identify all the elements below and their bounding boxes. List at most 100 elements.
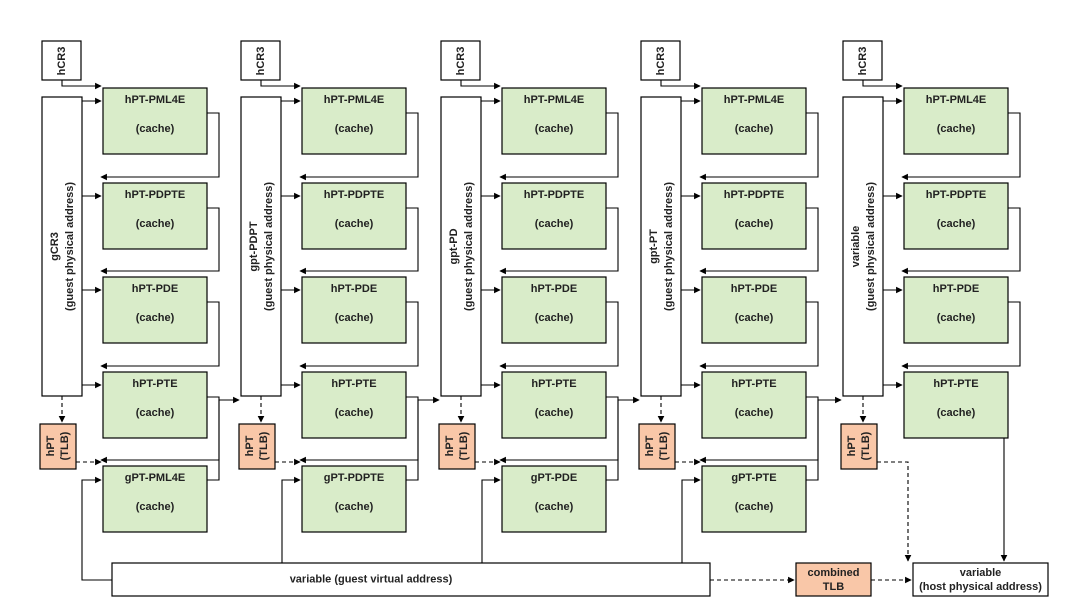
htlb-box	[638, 423, 676, 470]
stage-cache-label: (cache)	[535, 312, 574, 324]
stage-cache-label: (cache)	[136, 312, 175, 324]
guest-virtual-address-box	[111, 562, 711, 597]
stage-box	[102, 371, 208, 439]
stage-cache-label: (cache)	[735, 501, 774, 513]
stage-box	[903, 371, 1009, 439]
htlb-sublabel: (TLB)	[658, 431, 670, 460]
stage-chain-arrow	[100, 301, 220, 370]
stage-box	[501, 276, 607, 344]
next-level-arrow	[207, 396, 240, 481]
stage-cache-label: (cache)	[335, 312, 374, 324]
hcr3-arrow	[61, 80, 102, 90]
stage-box	[301, 182, 407, 250]
guest-register-label: gpt-PDPT	[248, 221, 260, 271]
stage-chain-arrow	[299, 301, 419, 370]
stage-label: gPT-PTE	[731, 472, 776, 484]
stage-chain-arrow	[499, 207, 619, 275]
guest-virtual-address-label: variable (guest virtual address)	[290, 573, 453, 585]
gva-to-stage	[281, 476, 301, 563]
stage-box	[501, 182, 607, 250]
stage-chain-arrow	[699, 112, 819, 181]
stage-cache-label: (cache)	[735, 218, 774, 230]
hcr3-arrow	[260, 80, 301, 90]
hcr3-label: hCR3	[56, 47, 68, 76]
stage-chain-arrow	[299, 112, 419, 181]
gva-to-stage	[481, 476, 501, 563]
stage-label: hPT-PDE	[731, 283, 777, 295]
htlb-label: hPT	[644, 435, 656, 456]
stage-label: hPT-PDPTE	[524, 189, 585, 201]
stage-box	[903, 182, 1009, 250]
stage-box	[102, 276, 208, 344]
stage-chain-arrow	[100, 112, 220, 181]
host-physical-label: variable	[960, 567, 1002, 579]
stage-chain-arrow	[499, 112, 619, 181]
hcr3-box	[640, 40, 681, 81]
stage-box	[102, 87, 208, 155]
host-physical-address-box	[912, 562, 1049, 597]
stage-label: hPT-PTE	[531, 378, 576, 390]
stage-chain-arrow	[901, 112, 1021, 181]
stage-label: hPT-PDE	[933, 283, 979, 295]
stage-label: hPT-PML4E	[324, 94, 385, 106]
host-physical-sublabel: (host physical address)	[919, 581, 1042, 593]
stage-cache-label: (cache)	[735, 123, 774, 135]
stage-box	[701, 371, 807, 439]
htlb-label: hPT	[244, 435, 256, 456]
stage-chain-arrow	[499, 301, 619, 370]
guest-register-box	[440, 96, 482, 397]
stage-label: gPT-PDE	[531, 472, 577, 484]
stage-label: hPT-PML4E	[724, 94, 785, 106]
stage-box	[501, 371, 607, 439]
guest-register-box	[41, 96, 83, 397]
last-tlb-to-hpa	[877, 461, 912, 562]
hcr3-label: hCR3	[857, 47, 869, 76]
hcr3-box	[440, 40, 481, 81]
hcr3-box	[842, 40, 883, 81]
guest-register-box	[640, 96, 682, 397]
stage-cache-label: (cache)	[535, 218, 574, 230]
stage-cache-label: (cache)	[335, 501, 374, 513]
stage-label: hPT-PDPTE	[324, 189, 385, 201]
stage-box	[102, 465, 208, 533]
hcr3-label: hCR3	[655, 47, 667, 76]
stage-label: hPT-PDPTE	[125, 189, 186, 201]
htlb-sublabel: (TLB)	[458, 431, 470, 460]
stage-box	[501, 87, 607, 155]
guest-register-sublabel: (guest physical address)	[463, 182, 475, 311]
stage-box	[301, 465, 407, 533]
combined-tlb-label-2: TLB	[823, 581, 844, 593]
next-level-arrow	[606, 396, 640, 481]
htlb-sublabel: (TLB)	[59, 431, 71, 460]
hcr3-arrow	[460, 80, 501, 90]
next-level-arrow	[806, 396, 842, 481]
stage-cache-label: (cache)	[136, 407, 175, 419]
hcr3-box	[240, 40, 281, 81]
stage-cache-label: (cache)	[535, 123, 574, 135]
stage-label: hPT-PDE	[132, 283, 178, 295]
htlb-label: hPT	[846, 435, 858, 456]
stage-cache-label: (cache)	[735, 407, 774, 419]
gva-to-stage	[681, 476, 701, 563]
combined-tlb-box	[795, 562, 872, 597]
stage-chain-arrow	[100, 207, 220, 275]
stage-box	[903, 87, 1009, 155]
stage-cache-label: (cache)	[937, 407, 976, 419]
guest-register-sublabel: (guest physical address)	[865, 182, 877, 311]
stage-label: hPT-PTE	[331, 378, 376, 390]
stage-box	[701, 182, 807, 250]
stage-cache-label: (cache)	[335, 218, 374, 230]
stage-box	[701, 276, 807, 344]
next-level-arrow	[406, 396, 440, 481]
stage-box	[501, 465, 607, 533]
stage-cache-label: (cache)	[735, 312, 774, 324]
stage-chain-arrow	[299, 207, 419, 275]
stage-cache-label: (cache)	[535, 501, 574, 513]
combined-tlb-label: combined	[808, 567, 860, 579]
stage-box	[701, 87, 807, 155]
htlb-box	[438, 423, 476, 470]
guest-register-sublabel: (guest physical address)	[64, 182, 76, 311]
stage-cache-label: (cache)	[335, 123, 374, 135]
hcr3-arrow	[660, 80, 701, 90]
